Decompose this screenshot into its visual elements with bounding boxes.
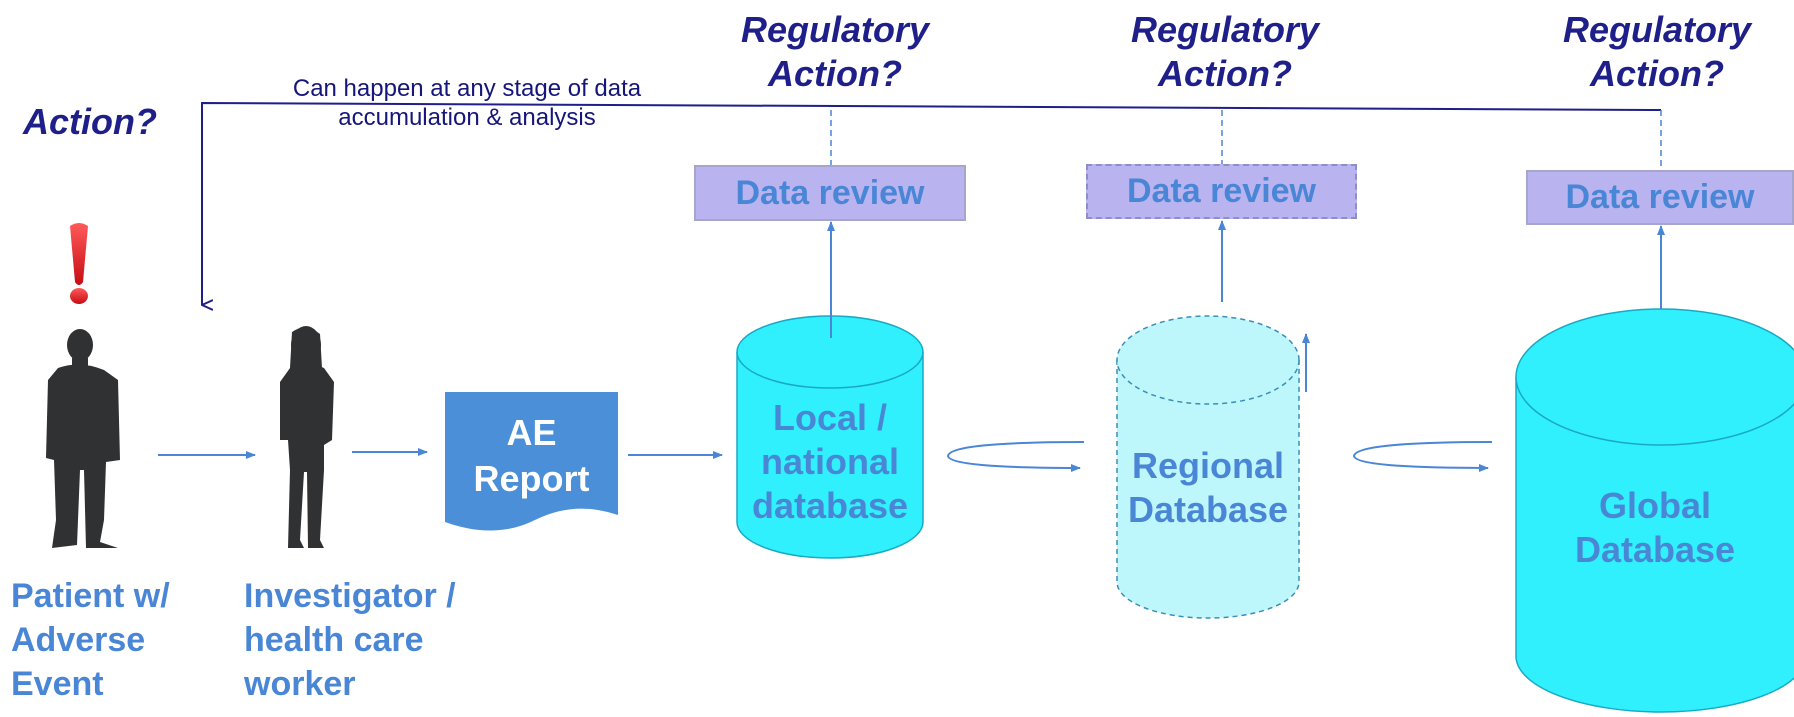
regulatory-action-3: Regulatory Action? bbox=[1520, 8, 1794, 96]
investigator-label-line-3: worker bbox=[244, 665, 356, 703]
ae-report-label: AE Report bbox=[445, 410, 618, 502]
regional-database-line-1: Regional bbox=[1131, 445, 1284, 486]
investigator-label-line-1: Investigator / bbox=[244, 577, 456, 615]
local-database-label: Local / national database bbox=[737, 396, 923, 528]
global-database-line-2: Database bbox=[1574, 529, 1736, 570]
regulatory-action-2-line-2: Action? bbox=[1158, 53, 1292, 94]
patient-label: Patient w/ Adverse Event bbox=[11, 574, 221, 706]
regulatory-action-3-line-2: Action? bbox=[1590, 53, 1724, 94]
regional-database-line-2: Database bbox=[1127, 489, 1289, 530]
data-review-box-1: Data review bbox=[694, 165, 966, 221]
patient-label-line-2: Adverse bbox=[11, 621, 146, 659]
regional-database-label: Regional Database bbox=[1117, 444, 1299, 532]
feedback-note-line-1: Can happen at any stage of data bbox=[292, 75, 642, 102]
investigator-label: Investigator / health care worker bbox=[244, 574, 504, 706]
local-database-line-3: database bbox=[751, 485, 909, 526]
local-database-line-2: national bbox=[760, 441, 899, 482]
data-review-box-2: Data review bbox=[1086, 164, 1357, 219]
alert-icon bbox=[70, 223, 88, 304]
regulatory-action-2-line-1: Regulatory bbox=[1130, 9, 1320, 50]
ae-report-document bbox=[445, 392, 618, 531]
global-database-label: Global Database bbox=[1516, 484, 1794, 572]
global-database-cylinder bbox=[1515, 308, 1794, 713]
regulatory-action-1: Regulatory Action? bbox=[700, 8, 970, 96]
regulatory-action-3-line-1: Regulatory bbox=[1562, 9, 1752, 50]
patient-person-icon bbox=[46, 329, 120, 548]
local-database-line-1: Local / bbox=[772, 397, 888, 438]
investigator-person-icon bbox=[280, 326, 334, 548]
feedback-note: Can happen at any stage of data accumula… bbox=[252, 74, 682, 132]
patient-label-line-3: Event bbox=[11, 665, 104, 703]
arrow-regional-to-global bbox=[1352, 441, 1493, 472]
arrow-local-to-regional bbox=[946, 441, 1085, 472]
regulatory-action-2: Regulatory Action? bbox=[1090, 8, 1360, 96]
data-review-box-3: Data review bbox=[1526, 170, 1794, 225]
regulatory-action-1-line-2: Action? bbox=[768, 53, 902, 94]
action-label: Action? bbox=[23, 101, 157, 142]
feedback-note-line-2: accumulation & analysis bbox=[338, 104, 596, 131]
feedback-line bbox=[201, 101, 1662, 305]
investigator-label-line-2: health care bbox=[244, 621, 424, 659]
regulatory-action-1-line-1: Regulatory bbox=[740, 9, 930, 50]
patient-label-line-1: Patient w/ bbox=[11, 577, 170, 615]
global-database-line-1: Global bbox=[1598, 485, 1711, 526]
regional-database-cylinder bbox=[1116, 315, 1300, 619]
local-national-database-cylinder bbox=[736, 315, 924, 559]
ae-report-line-2: Report bbox=[473, 458, 590, 499]
ae-report-line-1: AE bbox=[506, 412, 557, 453]
